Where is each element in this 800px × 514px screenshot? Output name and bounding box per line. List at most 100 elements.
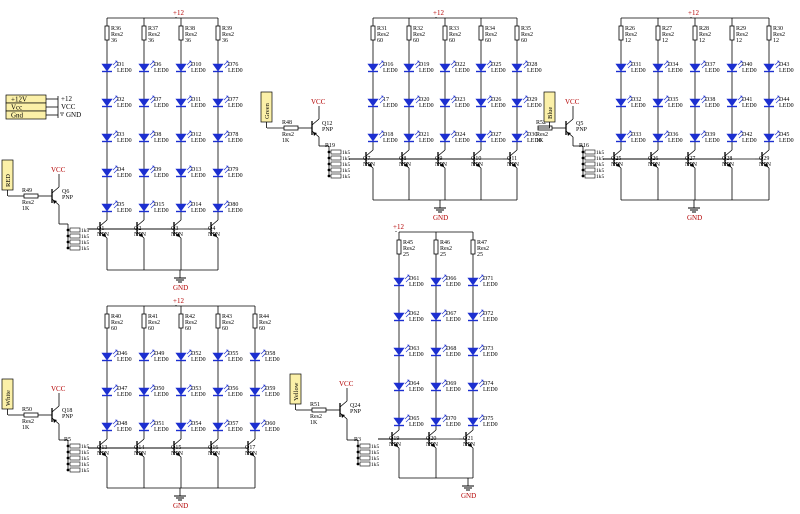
pack-value: 1k5 xyxy=(596,168,605,174)
led-D13 xyxy=(175,165,193,178)
transistor-collector xyxy=(509,149,518,157)
pack-value: 1k5 xyxy=(371,456,380,462)
led-triangle xyxy=(212,422,224,431)
led-D26 xyxy=(475,95,493,108)
base-resistor-type: Res2 xyxy=(536,132,548,138)
led-ref: D12 xyxy=(191,132,201,138)
input-label-white: White xyxy=(1,378,14,415)
led-ref: D64 xyxy=(409,381,419,387)
led-triangle xyxy=(138,98,150,107)
led-triangle xyxy=(175,203,187,212)
input-signal-label: RED xyxy=(5,174,12,187)
led-value: LED0 xyxy=(154,427,169,433)
resistor-ref: R33 xyxy=(449,26,459,32)
resistor-ref: R35 xyxy=(521,26,531,32)
led-emission-arrows xyxy=(149,95,156,104)
led-triangle xyxy=(138,133,150,142)
input-signal-label: Blue xyxy=(547,107,554,119)
led-ref: D66 xyxy=(446,276,456,282)
npn-transistor xyxy=(459,429,474,449)
led-D22 xyxy=(439,60,457,73)
led-ref: D1 xyxy=(117,62,124,68)
resistor-value: 60 xyxy=(148,326,154,332)
led-emission-arrows xyxy=(223,60,230,69)
led-ref: D40 xyxy=(742,62,752,68)
led-D62 xyxy=(393,309,411,322)
led-emission-arrows xyxy=(186,165,193,174)
led-ref: D38 xyxy=(705,97,715,103)
resistor-value: 25 xyxy=(440,252,446,258)
transistor-arrow xyxy=(313,132,317,136)
led-triangle xyxy=(212,133,224,142)
led-value: LED0 xyxy=(191,208,206,214)
led-D7 xyxy=(138,95,156,108)
transistor-collector xyxy=(761,149,770,157)
led-value: LED0 xyxy=(483,282,498,288)
transistor-arrow xyxy=(53,419,57,423)
led-triangle xyxy=(101,168,113,177)
resistor-value: 60 xyxy=(222,326,228,332)
resistor-value: 12 xyxy=(773,38,779,44)
npn-ref: Q11 xyxy=(507,156,517,162)
led-triangle xyxy=(101,98,113,107)
led-triangle xyxy=(763,98,775,107)
led-triangle xyxy=(175,98,187,107)
pack-resistor xyxy=(330,167,342,173)
led-D79 xyxy=(212,165,230,178)
column-resistor xyxy=(178,313,184,329)
led-emission-arrows xyxy=(486,130,493,139)
led-ref: D57 xyxy=(228,421,238,427)
led-emission-arrows xyxy=(149,349,156,358)
led-D51 xyxy=(138,419,156,432)
led-ref: D65 xyxy=(409,416,419,422)
led-ref: D32 xyxy=(631,97,641,103)
led-D6 xyxy=(138,60,156,73)
led-triangle xyxy=(249,422,261,431)
led-emission-arrows xyxy=(223,384,230,393)
led-value: LED0 xyxy=(446,317,461,323)
led-D46 xyxy=(101,349,119,362)
pack-value: 1k5 xyxy=(81,456,90,462)
led-value: LED0 xyxy=(117,208,132,214)
led-D19 xyxy=(403,60,421,73)
led-emission-arrows xyxy=(112,384,119,393)
led-value: LED0 xyxy=(705,103,720,109)
led-emission-arrows xyxy=(626,60,633,69)
led-emission-arrows xyxy=(223,130,230,139)
led-triangle xyxy=(467,382,479,391)
led-D23 xyxy=(439,95,457,108)
led-value: LED0 xyxy=(742,138,757,144)
pack-value: 1k5 xyxy=(371,462,380,468)
led-value: LED0 xyxy=(117,68,132,74)
resistor-ref: R36 xyxy=(111,26,121,32)
pack-resistor xyxy=(584,149,596,155)
led-ref: D36 xyxy=(668,132,678,138)
led-triangle xyxy=(249,352,261,361)
led-triangle xyxy=(212,387,224,396)
led-triangle xyxy=(138,168,150,177)
led-triangle xyxy=(475,133,487,142)
pack-resistor xyxy=(359,461,371,467)
pnp-transistor xyxy=(559,118,574,138)
led-D58 xyxy=(249,349,267,362)
led-emission-arrows xyxy=(700,60,707,69)
led-D41 xyxy=(726,95,744,108)
led-D40 xyxy=(726,60,744,73)
pack-resistor xyxy=(69,461,81,467)
led-ref: D79 xyxy=(228,167,238,173)
led-D71 xyxy=(467,274,485,287)
led-emission-arrows xyxy=(450,130,457,139)
transistor-arrow xyxy=(653,163,657,167)
led-D63 xyxy=(393,344,411,357)
column-resistor xyxy=(729,25,735,41)
pnp-type: PNP xyxy=(62,414,74,420)
base-resistor-ref: R48 xyxy=(282,120,292,126)
led-value: LED0 xyxy=(117,103,132,109)
led-D80 xyxy=(212,200,230,213)
led-emission-arrows xyxy=(404,274,411,283)
led-ref: D18 xyxy=(383,132,393,138)
led-D24 xyxy=(439,130,457,143)
gnd-label: GND xyxy=(433,214,448,222)
led-emission-arrows xyxy=(378,130,385,139)
